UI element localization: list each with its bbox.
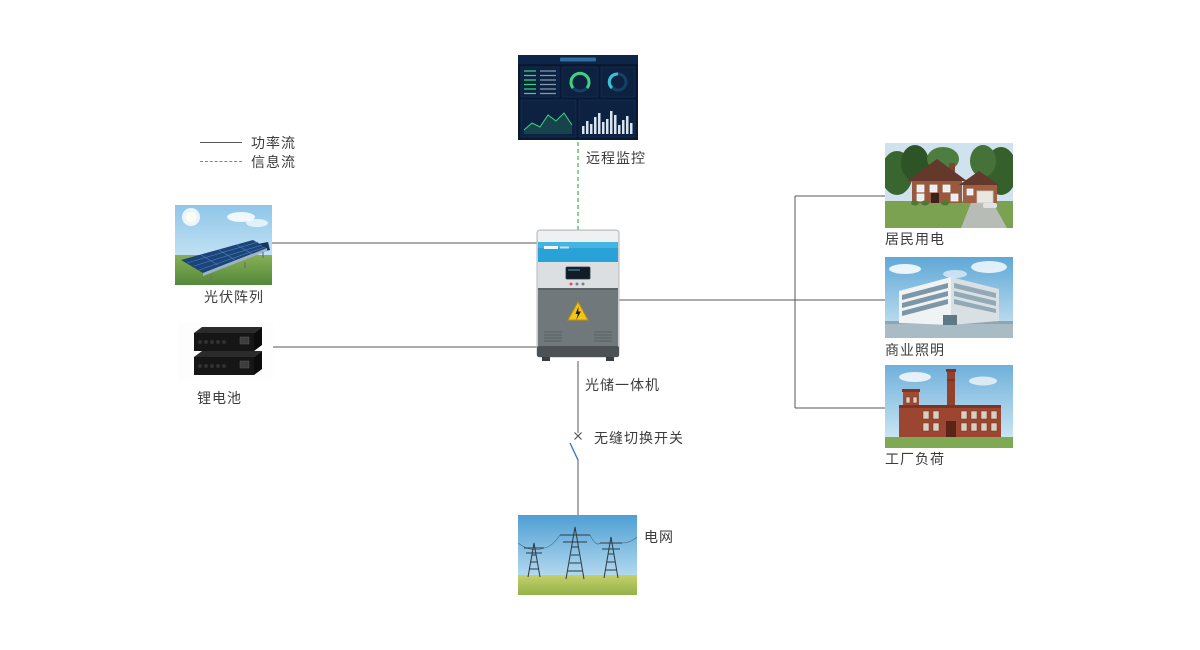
power-flow-label: 功率流	[251, 135, 296, 152]
transfer-switch-symbol	[569, 432, 582, 461]
monitoring-label: 远程监控	[586, 151, 646, 167]
power-flow-line-sample	[200, 142, 242, 143]
legend-row-info: 信息流	[200, 152, 296, 171]
legend-row-power: 功率流	[200, 133, 296, 152]
battery-image	[178, 323, 273, 380]
pv-array-image	[175, 205, 272, 285]
pv-array-node	[175, 205, 272, 285]
monitoring-node	[518, 55, 638, 140]
info-flow-line-sample	[200, 161, 242, 162]
residential-image	[885, 143, 1013, 228]
factory-image	[885, 365, 1013, 448]
factory-node	[885, 365, 1013, 448]
battery-node	[178, 323, 273, 380]
legend: 功率流 信息流	[200, 133, 296, 171]
inverter-node	[524, 228, 632, 363]
commercial-node	[885, 257, 1013, 338]
pv-array-label: 光伏阵列	[204, 290, 264, 306]
commercial-label: 商业照明	[885, 343, 945, 359]
transfer-switch-label: 无缝切换开关	[594, 431, 684, 447]
commercial-image	[885, 257, 1013, 338]
inverter-label: 光储一体机	[585, 378, 660, 394]
factory-label: 工厂负荷	[885, 452, 945, 468]
inverter-image	[536, 229, 620, 361]
residential-label: 居民用电	[885, 232, 945, 248]
grid-image	[518, 515, 637, 595]
monitoring-dashboard-image	[518, 55, 638, 140]
residential-node	[885, 143, 1013, 228]
grid-node	[518, 515, 637, 595]
grid-label: 电网	[644, 530, 674, 546]
battery-label: 锂电池	[197, 391, 242, 407]
info-flow-label: 信息流	[251, 154, 296, 171]
